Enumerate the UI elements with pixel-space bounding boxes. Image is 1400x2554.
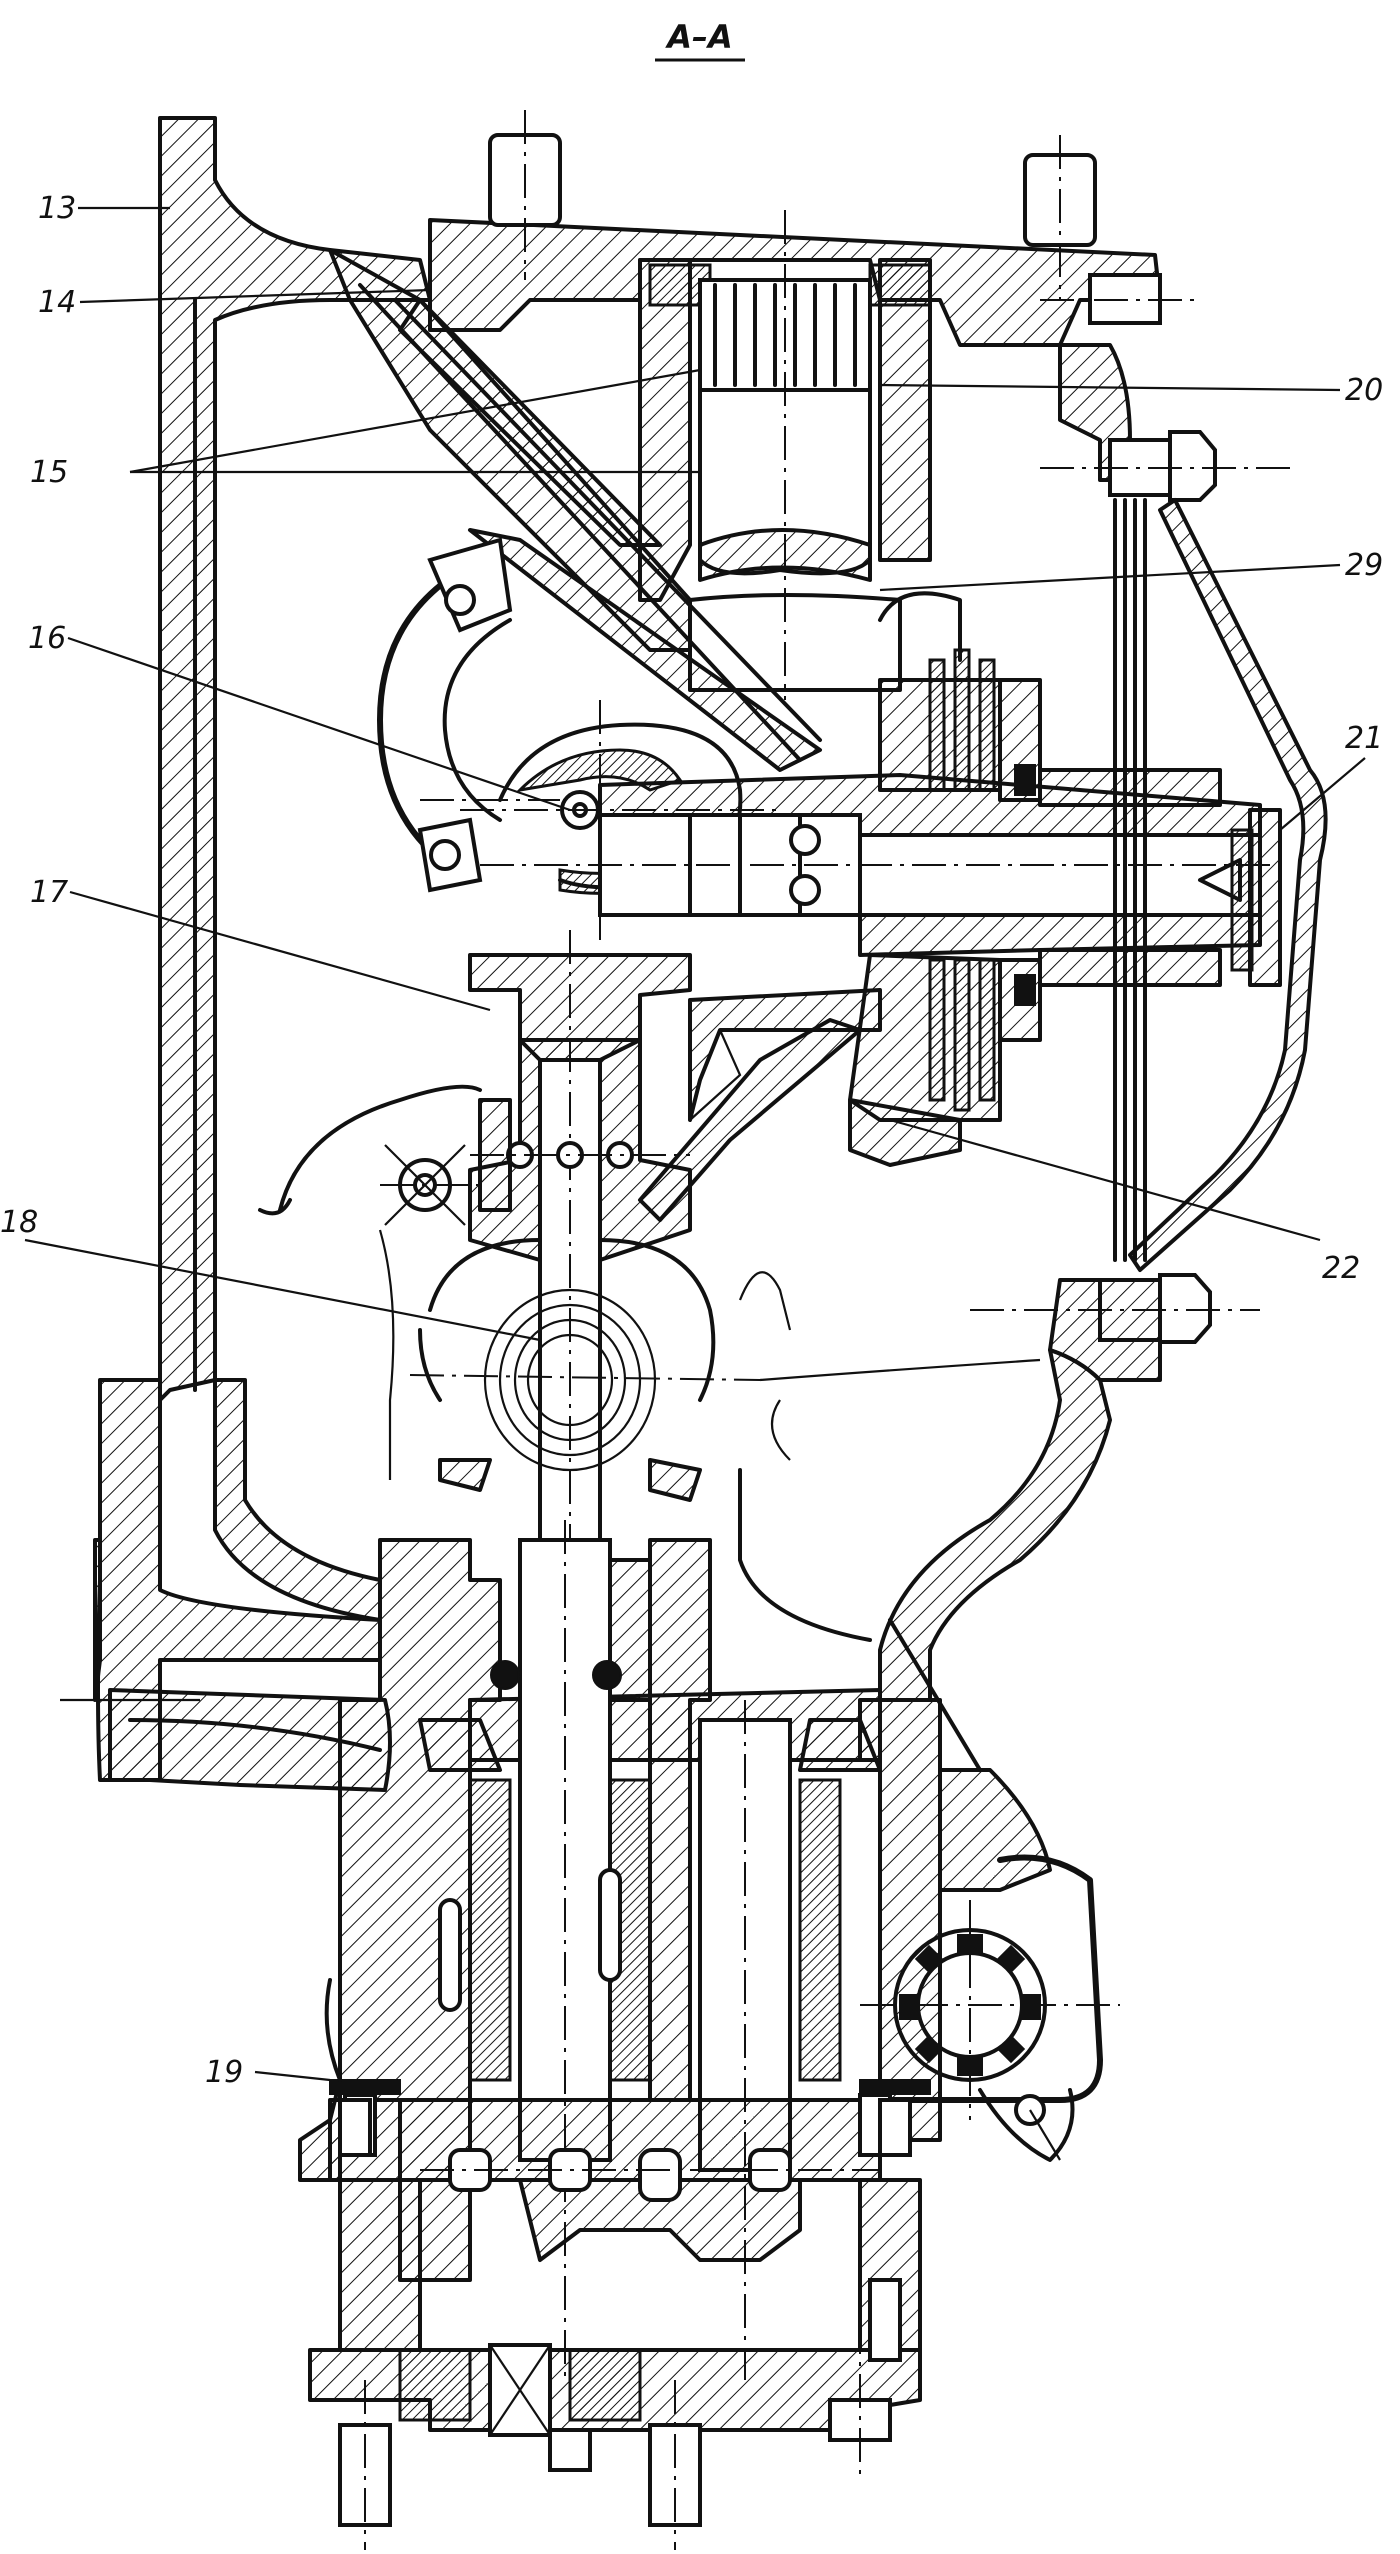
callout-leaders bbox=[24, 206, 1366, 2082]
callout-14: 14 bbox=[38, 285, 76, 320]
left-clamp bbox=[258, 1084, 512, 1226]
callout-21: 21 bbox=[1345, 721, 1383, 756]
callout-20: 20 bbox=[1345, 373, 1383, 408]
middle-housing-web bbox=[213, 1229, 1112, 1702]
callout-22: 22 bbox=[1322, 1251, 1360, 1286]
lower-gearbox bbox=[298, 1520, 942, 2380]
arc-bracket bbox=[377, 537, 560, 893]
clutch-plates-upper bbox=[928, 648, 996, 792]
oil-channel bbox=[328, 248, 822, 772]
callout-13: 13 bbox=[38, 191, 76, 226]
section-title-text: A–A bbox=[664, 18, 733, 56]
callout-labels: 13 14 15 16 17 18 19 20 29 21 22 bbox=[0, 191, 1383, 2090]
section-title: A–A bbox=[655, 18, 745, 62]
callout-19: 19 bbox=[205, 2055, 243, 2090]
upper-shaft-housing bbox=[638, 210, 932, 700]
callout-29: 29 bbox=[1345, 548, 1383, 583]
bottom-plate bbox=[308, 2278, 922, 2550]
clutch-plates-lower bbox=[928, 958, 996, 1112]
ball-bearing bbox=[859, 1618, 1120, 2162]
right-tie-rods bbox=[970, 343, 1290, 1382]
misc-bolts bbox=[338, 2098, 912, 2157]
right-outer-cover bbox=[1128, 498, 1328, 1272]
callout-18: 18 bbox=[0, 1205, 38, 1240]
callout-15: 15 bbox=[30, 455, 68, 490]
spline-teeth bbox=[713, 283, 857, 387]
bottom-seal-cross bbox=[488, 2343, 552, 2437]
callout-17: 17 bbox=[30, 875, 68, 910]
callout-16: 16 bbox=[28, 621, 66, 656]
clutch-pack bbox=[848, 591, 1222, 1167]
vertical-shaft-housing bbox=[468, 930, 882, 1600]
bearing-balls bbox=[899, 1934, 1041, 2076]
spiral-spring bbox=[409, 1238, 1041, 1502]
